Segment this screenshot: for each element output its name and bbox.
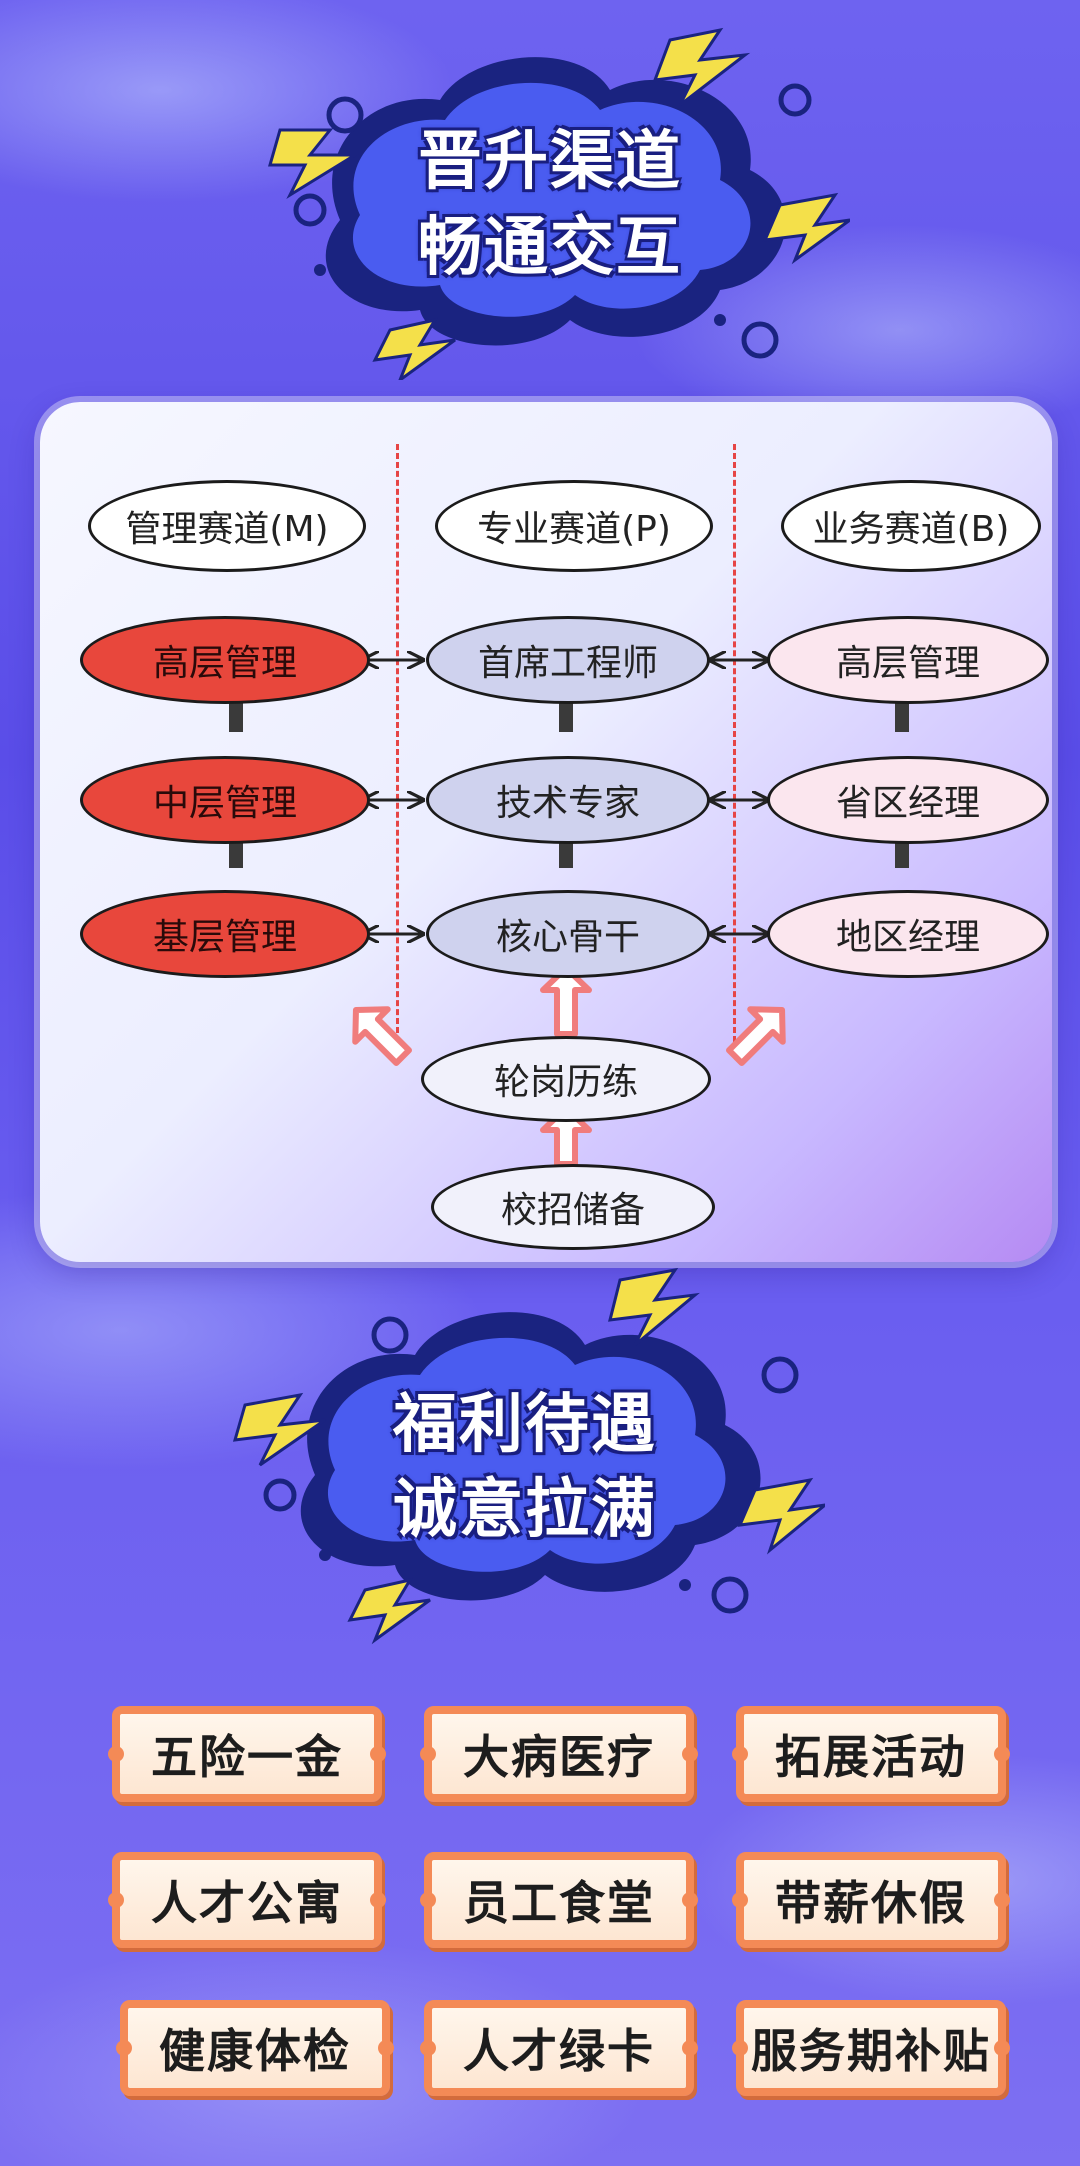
lightning-bolt-icon [762,192,850,265]
benefits-badge-line1: 福利待遇 [393,1388,657,1462]
lightning-bolt-icon [347,1577,431,1645]
track-header-business: 业务赛道(B) [781,480,1041,572]
business-node-province: 省区经理 [767,756,1049,844]
benefit-card: 五险一金 [108,1706,386,1802]
lightning-bolt-icon [652,27,751,107]
promotion-badge: 晋升渠道 畅通交互 [250,20,850,380]
business-node-region: 地区经理 [767,890,1049,978]
promotion-badge-line2: 畅通交互 [418,211,682,285]
management-node-middle: 中层管理 [80,756,370,844]
rotation-node: 轮岗历练 [421,1036,711,1122]
professional-node-chief: 首席工程师 [426,616,710,704]
benefit-card: 员工食堂 [420,1852,698,1948]
outline-up-arrow-icon [726,1006,786,1066]
outline-up-arrow-icon [352,1006,412,1066]
track-header-professional: 专业赛道(P) [435,480,713,572]
track-header-management: 管理赛道(M) [88,480,366,572]
lightning-bolt-icon [737,1477,825,1555]
management-node-senior: 高层管理 [80,616,370,704]
campus-node: 校招储备 [431,1164,715,1250]
lightning-bolt-icon [268,128,361,200]
comic-burst-shape [268,27,850,380]
benefit-card: 服务期补贴 [732,2000,1010,2096]
benefit-card: 大病医疗 [420,1706,698,1802]
benefit-card: 健康体检 [116,2000,394,2096]
benefits-badge-line2: 诚意拉满 [393,1473,657,1547]
management-node-junior: 基层管理 [80,890,370,978]
career-path-panel: 管理赛道(M) 专业赛道(P) 业务赛道(B) 高层管理 中层管理 基层管理 首… [40,402,1052,1262]
track-divider-left [396,444,399,1042]
benefits-badge: 福利待遇 诚意拉满 [225,1265,825,1645]
comic-burst-shape [232,1267,825,1645]
professional-node-core: 核心骨干 [426,890,710,978]
lightning-bolt-icon [608,1267,700,1347]
professional-node-expert: 技术专家 [426,756,710,844]
benefit-card: 人才绿卡 [420,2000,698,2096]
benefit-card: 人才公寓 [108,1852,386,1948]
benefit-card: 拓展活动 [732,1706,1010,1802]
lightning-bolt-icon [232,1392,326,1467]
track-divider-right [733,444,736,1042]
business-node-senior: 高层管理 [767,616,1049,704]
benefit-card: 带薪休假 [732,1852,1010,1948]
promotion-badge-line1: 晋升渠道 [418,125,682,199]
lightning-bolt-icon [372,317,456,380]
